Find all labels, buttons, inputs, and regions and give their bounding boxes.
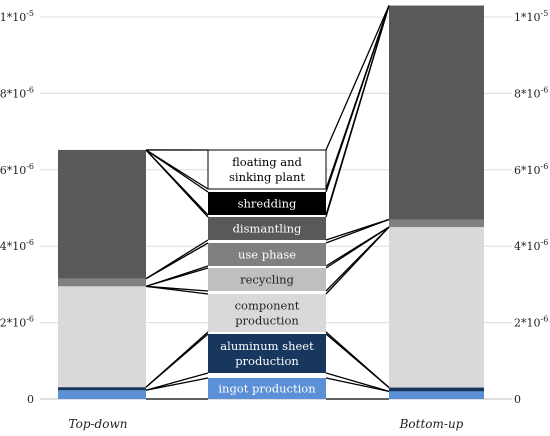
bar-segment-bottom-up-1 [389, 387, 484, 392]
legend-box-7 [207, 149, 327, 190]
y-tick-label-left: 0 [27, 393, 34, 406]
leader-line [325, 218, 390, 241]
legend-label-1: production [235, 354, 299, 368]
y-tick-label-right: 4*10-6 [514, 238, 548, 253]
y-axis-right-ticks: 0 2*10-6 4*10-6 6*10-6 8*10-6 1*10-5 [514, 9, 548, 406]
bar-segment-bottom-up-5 [389, 5, 484, 220]
bar-segment-bottom-up-4 [389, 219, 484, 228]
y-tick-label-right: 0 [514, 393, 521, 406]
leader-line [325, 226, 390, 292]
bar-segment-bottom-up-2 [389, 227, 484, 388]
y-tick-label-left: 1*10-5 [0, 9, 34, 24]
bar-segment-top-down-2 [58, 286, 146, 388]
legend-box-4 [208, 243, 326, 266]
legend-label-2: component [235, 299, 300, 313]
legend-box-3 [208, 268, 326, 291]
bar-segment-top-down-4 [58, 278, 146, 287]
bar-segment-top-down-0 [58, 390, 146, 399]
y-tick-label-left: 2*10-6 [0, 315, 34, 330]
legend-box-0 [208, 378, 326, 399]
y-tick-label-right: 2*10-6 [514, 315, 548, 330]
bar-segment-bottom-up-0 [389, 391, 484, 399]
y-axis-left-ticks: 0 2*10-6 4*10-6 6*10-6 8*10-6 1*10-5 [0, 9, 34, 406]
y-tick-label-right: 8*10-6 [514, 85, 548, 100]
legend-box-6 [208, 192, 326, 215]
leader-line [325, 5, 390, 216]
leader-line [145, 377, 209, 391]
legend-label-2: production [235, 314, 299, 328]
legend-label-4: use phase [238, 248, 296, 262]
leader-line [145, 149, 209, 190]
leader-line [325, 5, 390, 190]
legend-label-5: dismantling [233, 222, 302, 236]
leader-line [145, 265, 209, 287]
leader-line [145, 331, 209, 388]
x-axis-labels: Top-down Bottom-up [69, 417, 464, 431]
legend-label-1: aluminum sheet [220, 339, 314, 353]
leader-line [325, 372, 390, 392]
y-tick-label-right: 1*10-5 [514, 9, 548, 24]
legend-leader-lines [145, 5, 390, 400]
leader-line [325, 331, 390, 389]
legend-label-7: sinking plant [229, 170, 305, 184]
legend-label-3: recycling [240, 273, 294, 287]
x-label-top-down: Top-down [69, 417, 128, 431]
legend-box-2 [208, 294, 326, 332]
legend-box-5 [208, 217, 326, 240]
leader-line [325, 5, 390, 151]
y-tick-label-left: 4*10-6 [0, 238, 34, 253]
leader-line [325, 226, 390, 267]
leader-line [145, 372, 209, 391]
legend-label-0: ingot production [218, 382, 316, 396]
leader-line [145, 239, 209, 280]
legend-label-6: shredding [238, 197, 297, 211]
y-tick-label-right: 6*10-6 [514, 162, 548, 177]
leader-line [325, 377, 390, 392]
leader-line [145, 285, 209, 292]
y-tick-label-left: 8*10-6 [0, 85, 34, 100]
legend-box-1 [208, 334, 326, 373]
bar-segment-top-down-1 [58, 387, 146, 391]
legend-label-7: floating and [232, 155, 302, 169]
x-label-bottom-up: Bottom-up [399, 417, 464, 431]
bar-segment-top-down-5 [58, 149, 146, 279]
leader-line [145, 149, 209, 216]
y-tick-label-left: 6*10-6 [0, 162, 34, 177]
bar-stacks [58, 5, 484, 399]
